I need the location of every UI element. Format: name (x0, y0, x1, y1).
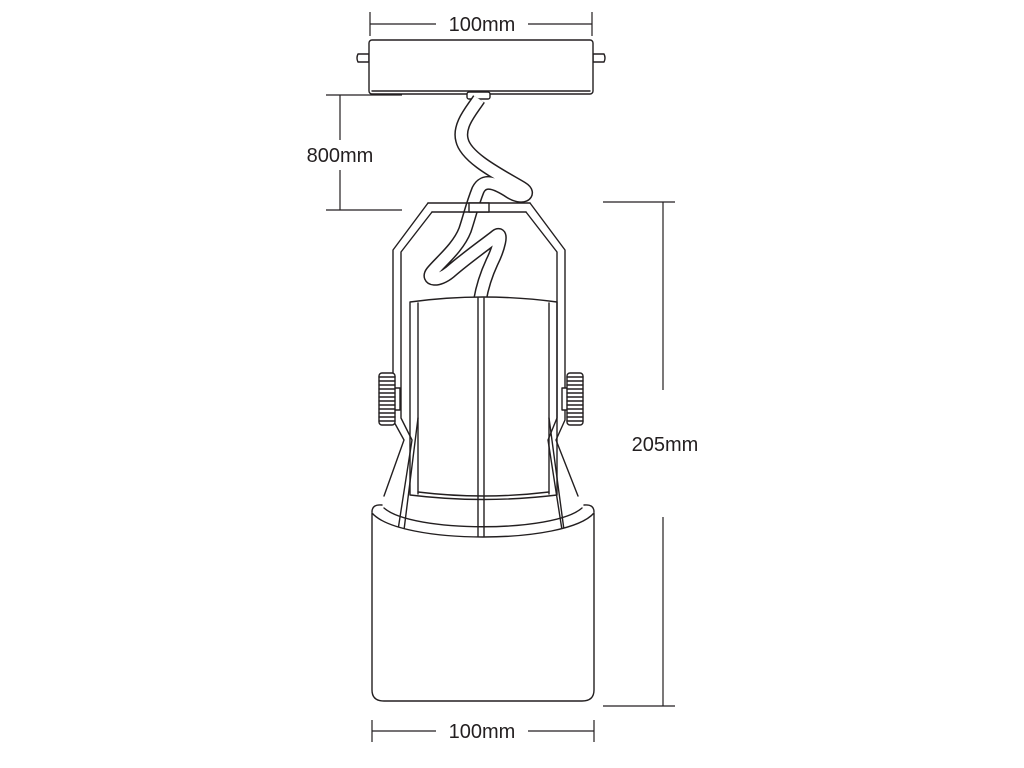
height-dimension: 205mm (603, 201, 699, 707)
lamp-body-inner-edges (417, 302, 550, 495)
canopy-left-screw (356, 53, 370, 63)
bracket-right-arm-inner (525, 211, 563, 531)
right-adjustment-knob (561, 372, 584, 426)
cable-length-label: 800mm (307, 145, 374, 167)
cable-length-dimension-lines (326, 94, 402, 211)
bracket-right-support (548, 417, 565, 531)
lamp-center-rod (477, 297, 485, 541)
cable-fill (425, 95, 532, 301)
cable-length-dimension: 800mm (307, 94, 402, 211)
power-cable (423, 91, 534, 302)
canopy-right-screw (592, 53, 606, 63)
height-label: 205mm (632, 434, 699, 456)
right-knob-ridges (566, 376, 584, 422)
height-dimension-lines (603, 201, 675, 707)
left-knob-ridges (378, 376, 396, 422)
bracket-left-support (403, 417, 419, 531)
canopy-body (368, 39, 594, 95)
bottom-width-dimension: 100mm (371, 720, 595, 743)
top-width-label: 100mm (449, 14, 516, 36)
lamp-body (409, 296, 558, 541)
left-adjustment-knob (378, 372, 401, 426)
top-width-dimension: 100mm (369, 12, 593, 36)
top-width-dimension-lines (369, 12, 593, 36)
cable-top-connector (466, 91, 491, 100)
lamp-cup (371, 504, 595, 702)
cup-back-rim (371, 504, 595, 513)
cup-inner-rim (383, 507, 583, 528)
cup-body (371, 512, 595, 702)
bottom-width-label: 100mm (449, 721, 516, 743)
bracket-right-arm-outer (529, 202, 579, 497)
left-knob-body (378, 372, 396, 426)
lamp-body-bottom-edge (417, 491, 550, 497)
bracket-cable-collar (468, 202, 490, 213)
right-knob-body (566, 372, 584, 426)
ceiling-canopy (356, 39, 606, 95)
bracket-left-arm-inner (397, 211, 433, 531)
bottom-width-dimension-lines (371, 720, 595, 742)
